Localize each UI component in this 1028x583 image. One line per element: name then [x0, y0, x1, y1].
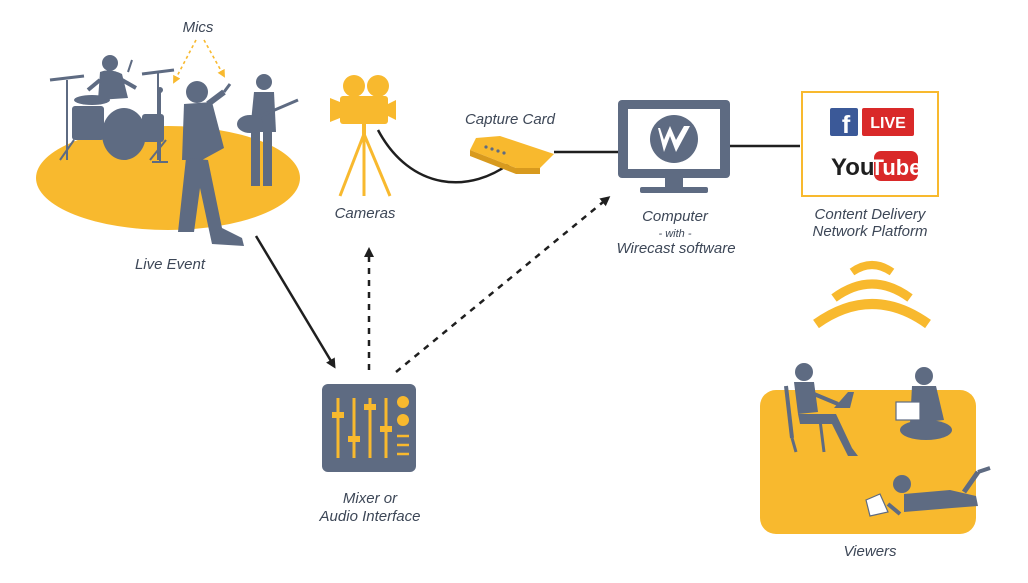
event-to-mixer-arrow [254, 235, 336, 369]
viewers-icon [760, 363, 991, 534]
mics-label: Mics [182, 19, 214, 36]
capture-card-label: Capture Card [464, 111, 556, 128]
cdn-label-line1: Content Delivery [814, 206, 926, 223]
mixer-label-line2: Audio Interface [319, 508, 421, 525]
software-label: Wirecast software [616, 240, 736, 257]
mic-pointer-left [173, 39, 197, 84]
broadcast-signal-icon [813, 261, 931, 329]
live-event-group [36, 39, 300, 246]
mixer-icon [322, 384, 416, 472]
youtube-tube-badge [874, 151, 918, 181]
wirecast-logo-icon [650, 115, 698, 163]
cameras-label: Cameras [334, 205, 396, 222]
cdn-label-line2: Network Platform [812, 223, 928, 240]
camera-cable [376, 129, 515, 184]
stage-ellipse [36, 126, 300, 230]
with-label: - with - [658, 228, 692, 240]
live-badge-text: LIVE [870, 115, 906, 132]
youtube-tube: Tube [871, 155, 922, 180]
mic-pointer-right [203, 39, 225, 78]
cdn-platform-box: f LIVE You Tube [801, 91, 939, 197]
film-camera-icon [330, 75, 396, 197]
live-event-label: Live Event [134, 256, 206, 273]
mixer-label-line1: Mixer or [342, 490, 398, 507]
facebook-mark: f [842, 111, 851, 139]
viewers-label: Viewers [843, 543, 897, 560]
youtube-you: You [831, 154, 875, 181]
mixer-to-computer-arrow [395, 196, 611, 373]
computer-label: Computer [642, 208, 708, 225]
band-silhouette-icon [49, 55, 299, 246]
facebook-logo [830, 108, 858, 136]
capture-card-icon [470, 136, 554, 174]
live-badge [862, 108, 914, 136]
